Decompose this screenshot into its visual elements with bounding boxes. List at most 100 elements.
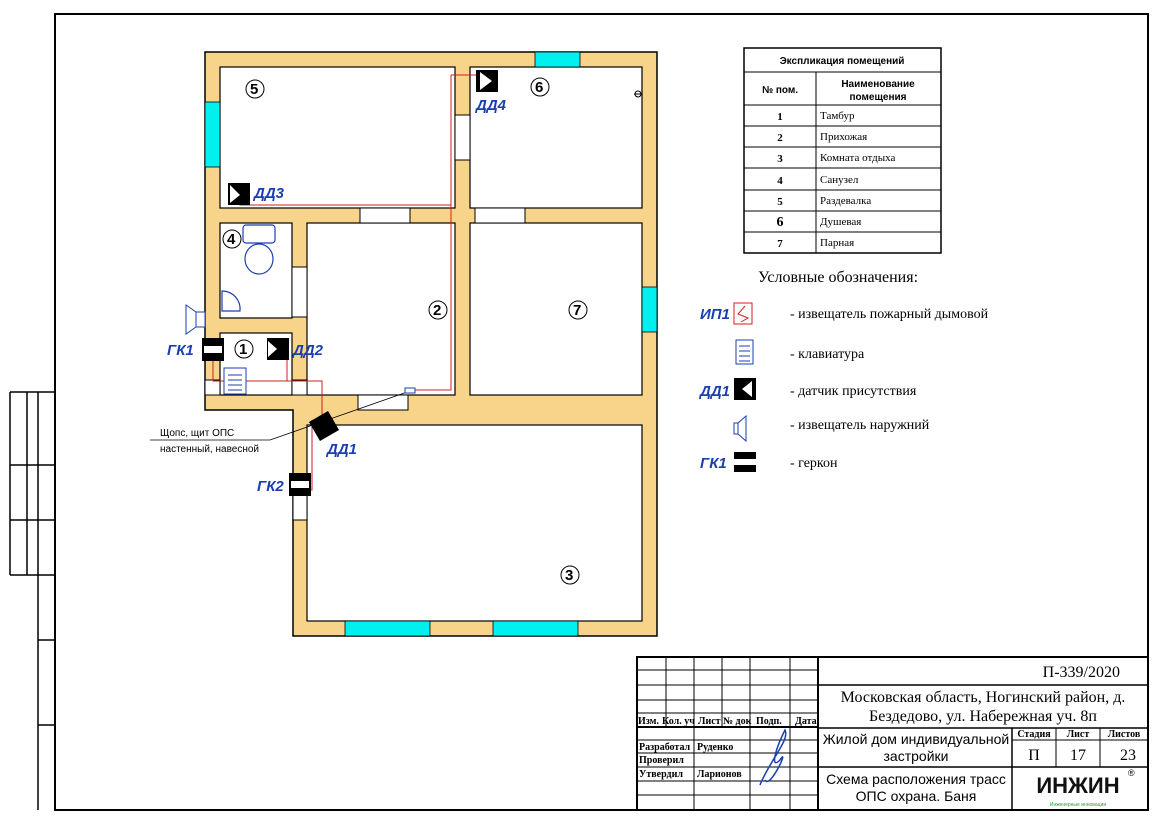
svg-text:ДД3: ДД3 [252, 185, 285, 202]
left-margin-stamp [9, 391, 55, 810]
panel-note: настенный, навесной [160, 444, 259, 455]
svg-text:Экспликация помещений: Экспликация помещений [780, 56, 905, 67]
svg-text:ГК1: ГК1 [700, 455, 727, 472]
svg-text:Душевая: Душевая [820, 216, 861, 228]
reed-switch-gk2: ГК2 [257, 473, 311, 496]
sink-icon [221, 290, 241, 312]
reed-switch-icon [734, 452, 756, 472]
svg-text:Жилой дом индивидуальной: Жилой дом индивидуальной [823, 731, 1009, 747]
svg-text:6: 6 [777, 215, 784, 230]
svg-text:Утвердил: Утвердил [639, 769, 683, 780]
floor-plan: 5 6 4 2 7 1 3 ДД4 ДД3 ДД2 ДД1 ГК1 ГК2 Що… [150, 51, 658, 637]
svg-text:- извещатель пожарный дымовой: - извещатель пожарный дымовой [790, 307, 989, 322]
svg-text:6: 6 [535, 79, 543, 96]
svg-text:ИП1: ИП1 [700, 306, 730, 323]
svg-text:Парная: Парная [820, 237, 854, 249]
svg-text:7: 7 [777, 238, 783, 250]
svg-text:Бездедово, ул. Набережная уч.: Бездедово, ул. Набережная уч. 8п [869, 708, 1097, 725]
motion-sensor-dd3: ДД3 [228, 183, 285, 205]
windows [204, 51, 658, 637]
outdoor-siren-icon [733, 414, 747, 443]
svg-text:Наименование: Наименование [841, 79, 915, 90]
svg-text:4: 4 [777, 175, 783, 187]
motion-sensor-dd4: ДД4 [474, 70, 507, 114]
svg-text:17: 17 [1070, 747, 1086, 764]
title-block [636, 656, 1149, 811]
svg-text:ГК2: ГК2 [257, 478, 284, 495]
svg-text:Санузел: Санузел [820, 174, 859, 186]
svg-text:Тамбур: Тамбур [820, 110, 855, 122]
motion-sensor-dd1: ДД1 [308, 410, 357, 458]
svg-text:№ пом.: № пом. [762, 85, 798, 96]
svg-text:5: 5 [250, 81, 258, 98]
svg-text:23: 23 [1120, 747, 1136, 764]
room-7 [469, 222, 643, 396]
svg-text:Разработал: Разработал [639, 742, 691, 753]
svg-text:- геркон: - геркон [790, 456, 838, 471]
svg-text:2: 2 [777, 132, 783, 144]
room-numbers: 5 6 4 2 7 1 3 [222, 77, 588, 585]
svg-text:Изм.: Изм. [638, 716, 659, 727]
svg-text:4: 4 [227, 231, 236, 248]
legend: Условные обозначения: ИП1 - извещатель п… [698, 269, 989, 472]
svg-text:Условные обозначения:: Условные обозначения: [758, 269, 918, 286]
svg-text:ОПС охрана. Баня: ОПС охрана. Баня [856, 788, 977, 804]
svg-text:- датчик присутствия: - датчик присутствия [790, 384, 917, 399]
motion-sensor-dd2: ДД2 [267, 338, 324, 360]
sheet-frame [54, 13, 1149, 811]
logo: ИНЖИН [1036, 773, 1119, 798]
svg-text:2: 2 [433, 302, 441, 319]
motion-sensor-icon [734, 378, 756, 400]
room-6 [469, 66, 643, 209]
panel-icon [404, 387, 416, 394]
svg-text:Схема расположения трасс: Схема расположения трасс [826, 771, 1006, 787]
keypad-icon [223, 367, 247, 395]
svg-text:Московская область, Ногинский: Московская область, Ногинский район, д. [841, 689, 1126, 706]
svg-text:Дата: Дата [795, 716, 817, 727]
svg-text:3: 3 [565, 567, 573, 584]
explication-table: Экспликация помещений № пом. Наименовани… [743, 47, 942, 254]
svg-text:Лист: Лист [1067, 729, 1090, 740]
svg-text:Стадия: Стадия [1017, 729, 1051, 740]
keypad-icon [735, 339, 754, 365]
signature [759, 728, 787, 786]
svg-text:- клавиатура: - клавиатура [790, 347, 865, 362]
svg-text:5: 5 [777, 196, 783, 208]
svg-text:застройки: застройки [884, 748, 949, 764]
svg-text:Проверил: Проверил [639, 755, 684, 766]
reed-switch-gk1: ГК1 [167, 338, 224, 361]
svg-text:помещения: помещения [850, 92, 907, 103]
svg-text:Прихожая: Прихожая [820, 131, 867, 143]
svg-text:1: 1 [239, 341, 247, 358]
room-3 [306, 424, 643, 622]
svg-text:ДД1: ДД1 [698, 383, 730, 400]
svg-text:Комната отдыха: Комната отдыха [820, 152, 895, 164]
svg-text:ГК1: ГК1 [167, 342, 194, 359]
svg-text:3: 3 [777, 153, 783, 165]
svg-text:ДД2: ДД2 [291, 342, 324, 359]
svg-text:ДД4: ДД4 [474, 97, 507, 114]
svg-text:1: 1 [777, 111, 783, 123]
svg-text:П-339/2020: П-339/2020 [1043, 664, 1120, 681]
svg-text:П: П [1028, 747, 1040, 764]
toilet-icon [242, 224, 276, 275]
registered-mark: ® [1128, 768, 1135, 778]
svg-text:Кол. уч: Кол. уч [662, 716, 695, 727]
svg-text:Лист: Лист [698, 716, 721, 727]
svg-text:Руденко: Руденко [697, 742, 733, 753]
svg-text:Подп.: Подп. [756, 716, 782, 727]
shower-icon [634, 90, 642, 98]
leader-line [269, 390, 411, 441]
svg-text:- извещатель наружний: - извещатель наружний [790, 418, 930, 433]
svg-text:7: 7 [573, 302, 581, 319]
outdoor-siren-icon [185, 304, 206, 335]
panel-note: Щопс, щит ОПС [160, 428, 234, 439]
title-block-main: П-339/2020 Московская область, Ногинский… [823, 664, 1141, 808]
svg-text:Раздевалка: Раздевалка [820, 195, 871, 207]
svg-text:№ док: № док [723, 716, 752, 727]
logo-subtitle: Инженерные инновации [1050, 802, 1106, 808]
svg-text:ДД1: ДД1 [325, 441, 357, 458]
svg-text:Листов: Листов [1108, 729, 1141, 740]
